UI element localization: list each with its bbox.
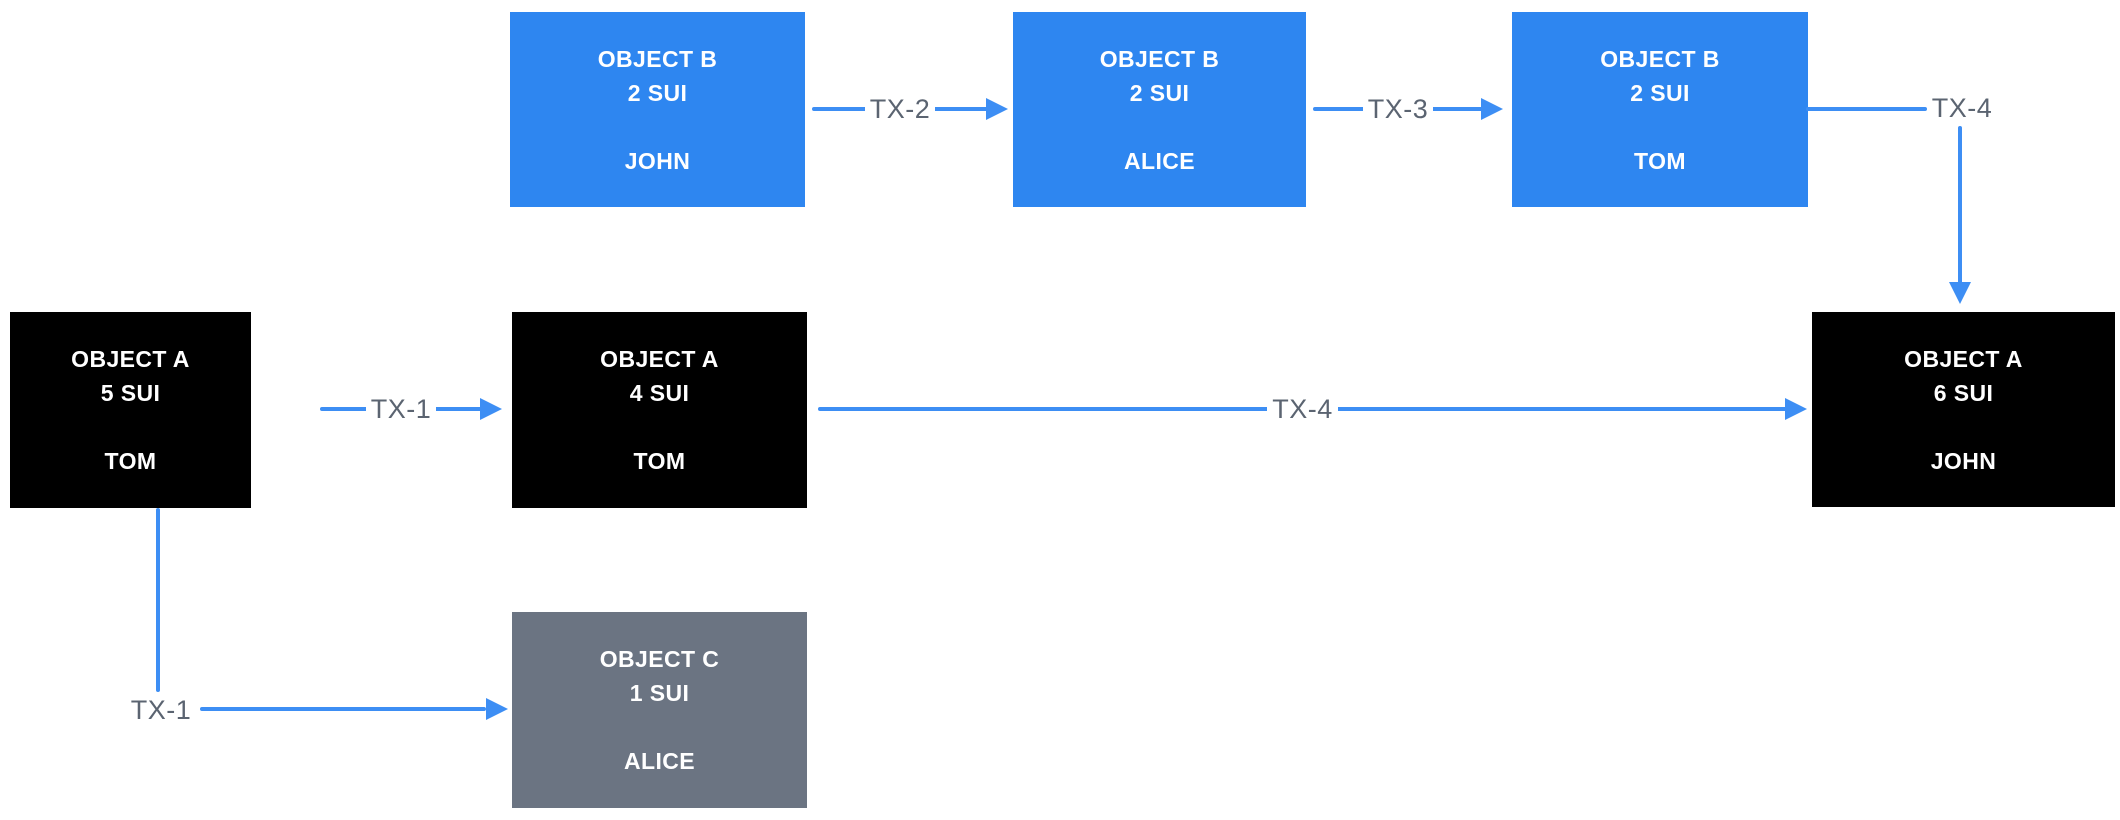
object-title: OBJECT A bbox=[71, 346, 190, 372]
object-owner: JOHN bbox=[624, 147, 691, 174]
edge-label-wrap: TX-3 bbox=[1313, 89, 1483, 129]
object-owner: TOM bbox=[1634, 147, 1686, 174]
object-title: OBJECT B bbox=[1099, 45, 1220, 72]
object-owner: ALICE bbox=[624, 748, 695, 774]
arrow-tx4-elbow-horizontal-shaft bbox=[1806, 107, 1927, 111]
edge-label-wrap: TX-4 bbox=[818, 389, 1787, 429]
arrow-tx3-b2-to-b3: TX-3 bbox=[1313, 89, 1503, 129]
node-object-b-tom: OBJECT B 2 SUI TOM bbox=[1512, 12, 1808, 207]
arrow-tx1-a1-to-a2: TX-1 bbox=[320, 389, 502, 429]
edge-label-wrap: TX-2 bbox=[812, 89, 988, 129]
object-owner: TOM bbox=[104, 448, 157, 474]
object-owner: TOM bbox=[633, 448, 686, 474]
object-title: OBJECT B bbox=[597, 45, 718, 72]
edge-label-tx2: TX-2 bbox=[864, 93, 936, 125]
object-amount: 2 SUI bbox=[1129, 79, 1190, 106]
object-title: OBJECT B bbox=[1600, 45, 1720, 72]
node-object-a-john-6sui: OBJECT A 6 SUI JOHN bbox=[1812, 312, 2115, 507]
arrow-tx4-elbow-vertical-shaft bbox=[1958, 126, 1962, 284]
edge-label-wrap: TX-4 bbox=[1927, 92, 1997, 124]
node-object-a-tom-5sui: OBJECT A 5 SUI TOM bbox=[10, 312, 251, 508]
arrowhead-down-icon bbox=[1949, 282, 1971, 304]
arrowhead-right-icon bbox=[480, 398, 502, 420]
node-object-b-alice: OBJECT B 2 SUI ALICE bbox=[1013, 12, 1306, 207]
node-object-b-john: OBJECT B 2 SUI JOHN bbox=[510, 12, 805, 207]
edge-label-tx3: TX-3 bbox=[1362, 93, 1434, 125]
object-amount: 2 SUI bbox=[1630, 79, 1690, 106]
edge-label-tx4: TX-4 bbox=[1267, 393, 1338, 425]
node-object-c-alice: OBJECT C 1 SUI ALICE bbox=[512, 612, 807, 808]
edge-label-tx1: TX-1 bbox=[365, 393, 437, 425]
arrowhead-right-icon bbox=[486, 698, 508, 720]
object-owner: ALICE bbox=[1124, 147, 1195, 174]
object-amount: 2 SUI bbox=[627, 79, 688, 106]
object-owner: JOHN bbox=[1930, 447, 1997, 474]
object-amount: 5 SUI bbox=[100, 380, 161, 406]
edge-label-tx4: TX-4 bbox=[1931, 92, 1993, 123]
arrow-tx4-a2-to-a3: TX-4 bbox=[818, 389, 1807, 429]
arrow-tx1-branch-vertical-shaft bbox=[156, 508, 160, 692]
object-amount: 1 SUI bbox=[629, 680, 690, 706]
object-amount: 6 SUI bbox=[1933, 379, 1994, 406]
object-title: OBJECT C bbox=[599, 646, 720, 672]
object-title: OBJECT A bbox=[600, 346, 719, 372]
edge-label-wrap: TX-1 bbox=[320, 389, 482, 429]
arrow-tx1-branch-horizontal-shaft bbox=[200, 707, 486, 711]
edge-label-wrap: TX-1 bbox=[126, 694, 196, 726]
object-title: OBJECT A bbox=[1904, 345, 2023, 372]
arrow-tx2-b1-to-b2: TX-2 bbox=[812, 89, 1008, 129]
arrowhead-right-icon bbox=[1785, 398, 1807, 420]
node-object-a-tom-4sui: OBJECT A 4 SUI TOM bbox=[512, 312, 807, 508]
object-amount: 4 SUI bbox=[629, 380, 690, 406]
arrowhead-right-icon bbox=[986, 98, 1008, 120]
arrowhead-right-icon bbox=[1481, 98, 1503, 120]
edge-label-tx1: TX-1 bbox=[130, 694, 192, 725]
